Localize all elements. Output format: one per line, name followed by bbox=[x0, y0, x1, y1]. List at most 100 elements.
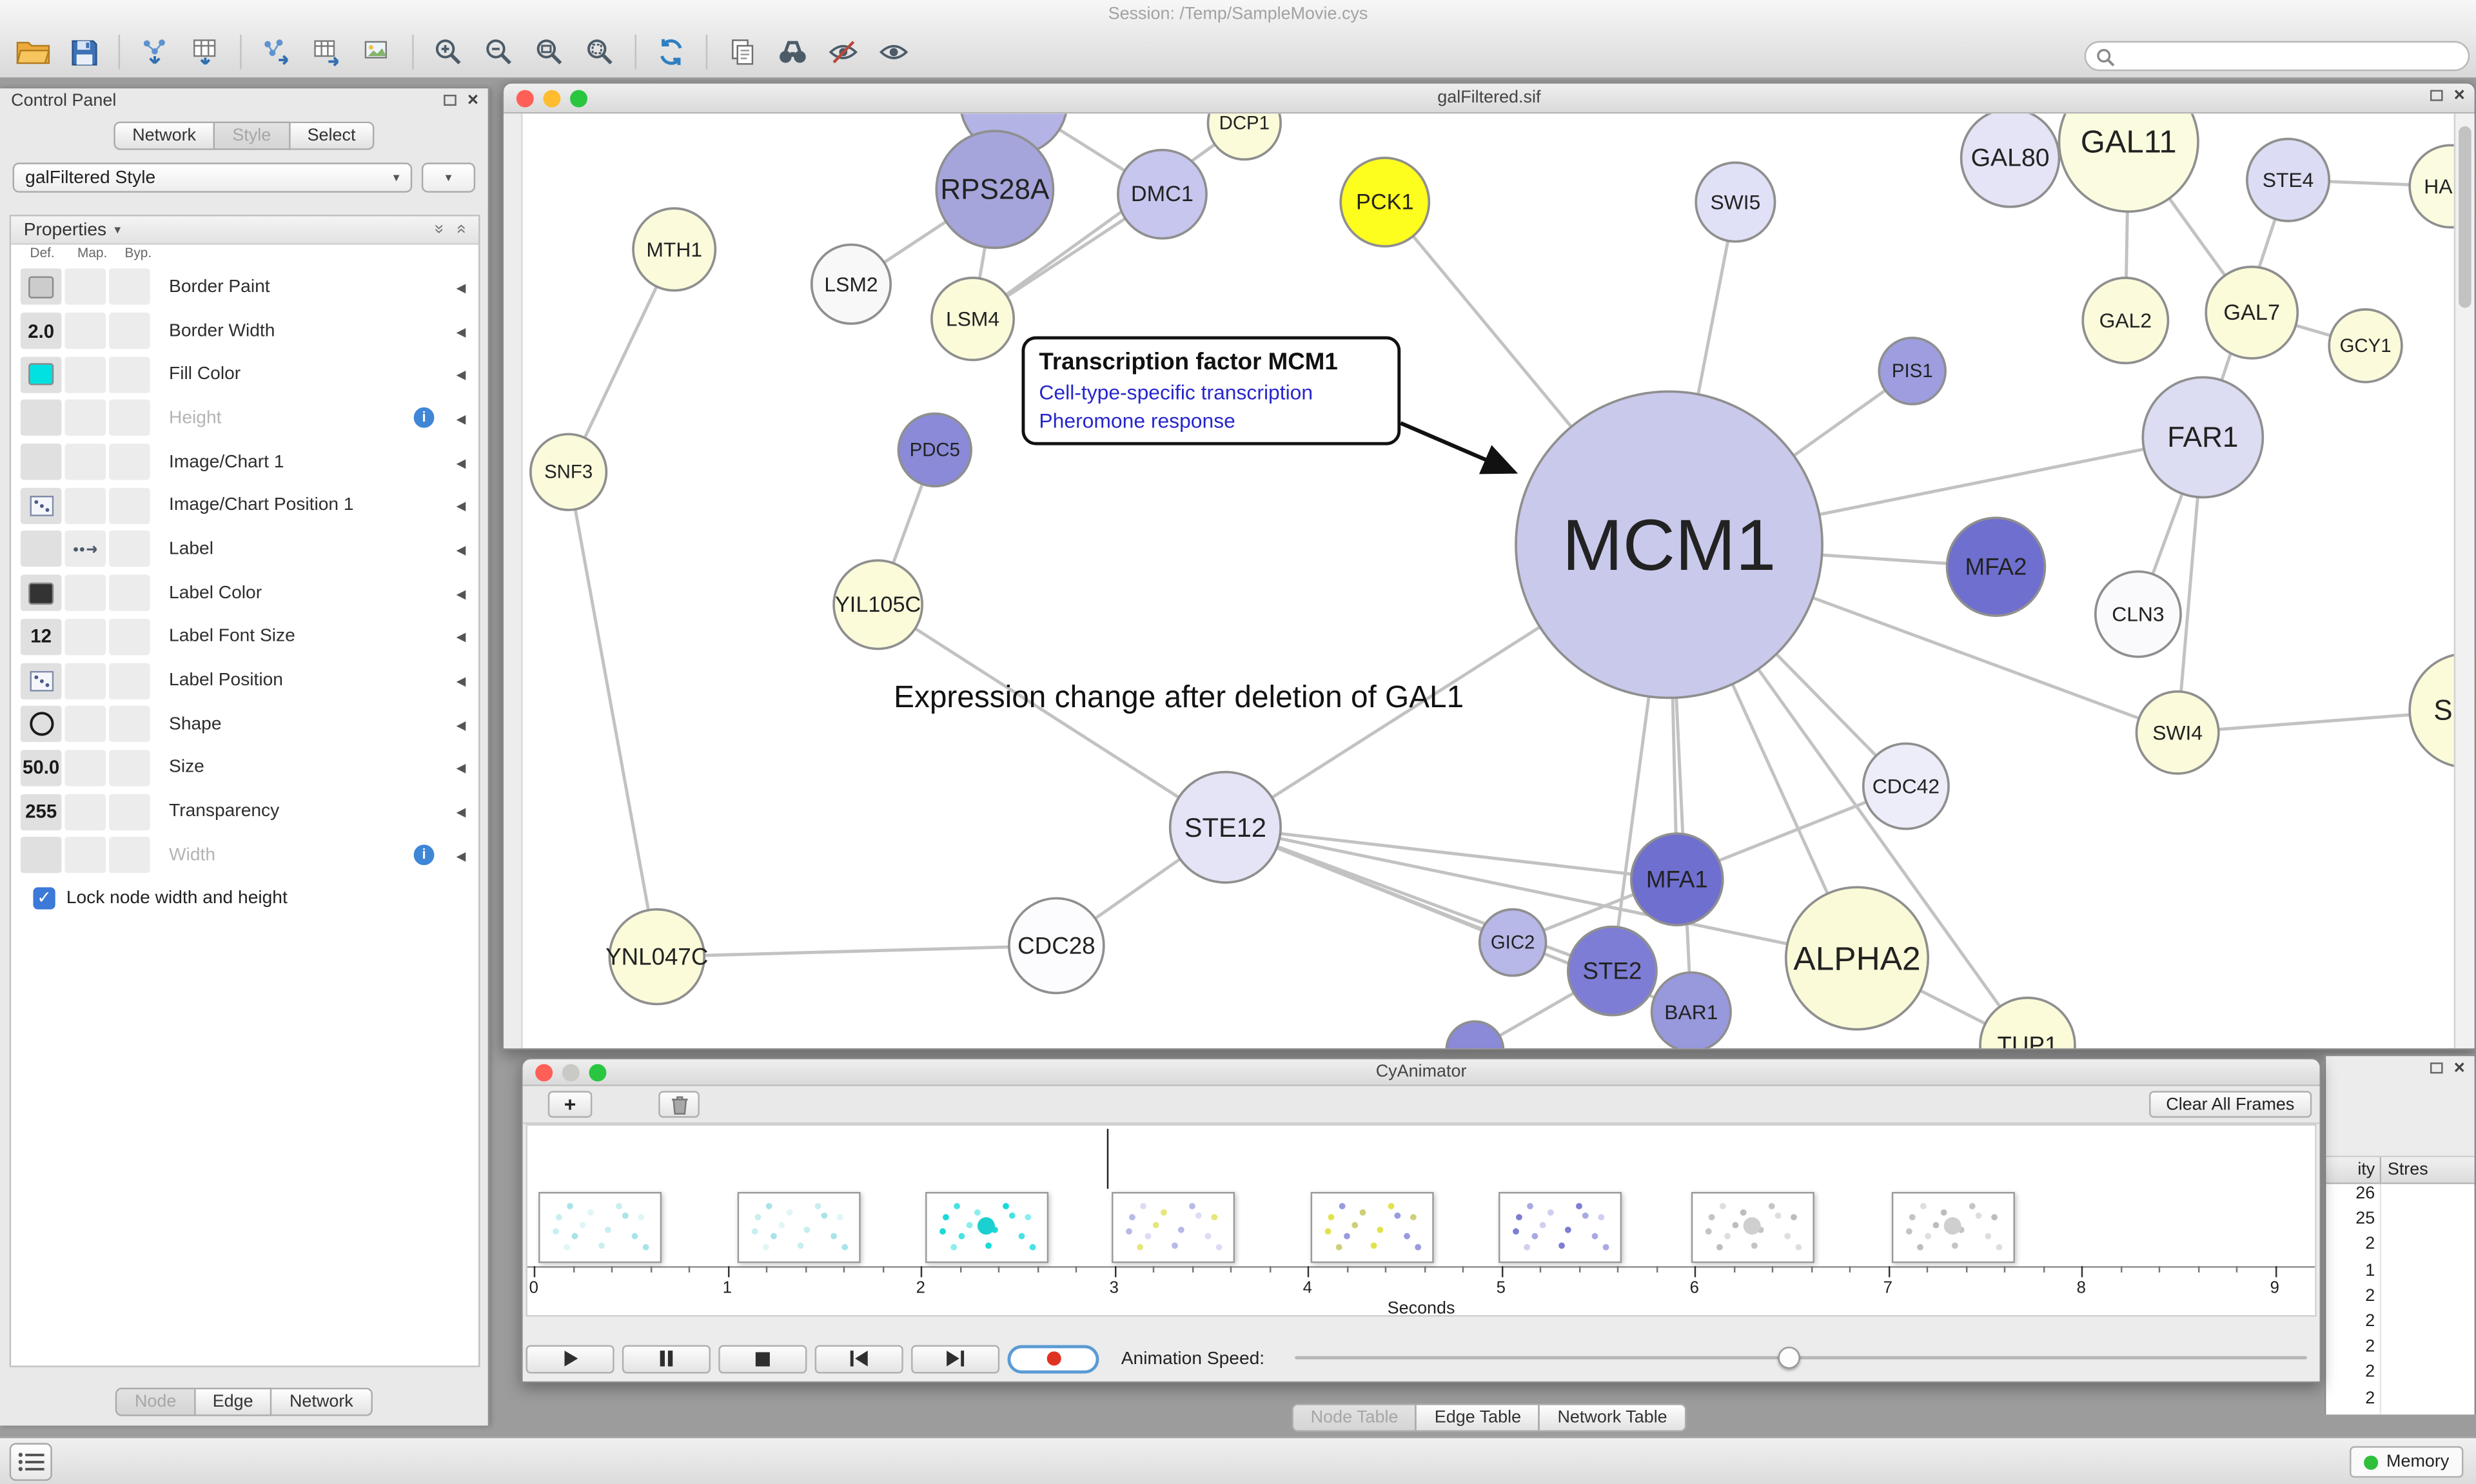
speed-slider[interactable] bbox=[1295, 1346, 2307, 1369]
expand-arrow-icon[interactable]: ◂ bbox=[456, 407, 466, 429]
node-GAL7[interactable]: GAL7 bbox=[2205, 266, 2299, 360]
network-canvas[interactable]: RPS28BRPS28ADCP1DMC1PCK1SWI5GAL80GAL11ST… bbox=[504, 113, 2475, 1049]
property-def-cell[interactable] bbox=[20, 662, 62, 699]
lock-checkbox[interactable]: ✓ bbox=[33, 886, 55, 909]
property-map-cell[interactable] bbox=[64, 487, 106, 524]
column-header[interactable]: ity bbox=[2357, 1160, 2375, 1180]
tab-node-table[interactable]: Node Table bbox=[1292, 1403, 1417, 1432]
node-BAR1[interactable]: BAR1 bbox=[1650, 971, 1732, 1049]
tab-network[interactable]: Network bbox=[272, 1387, 373, 1416]
node-PDC5[interactable]: PDC5 bbox=[897, 412, 972, 488]
property-map-cell[interactable] bbox=[64, 444, 106, 480]
property-map-cell[interactable] bbox=[64, 793, 106, 830]
find-button[interactable] bbox=[767, 30, 818, 75]
edge-YIL105C-STE12[interactable] bbox=[877, 603, 1226, 829]
property-byp-cell[interactable] bbox=[108, 269, 150, 306]
search-input[interactable] bbox=[2120, 44, 2459, 68]
node-STE12[interactable]: STE12 bbox=[1168, 770, 1282, 884]
minimize-traffic-light[interactable] bbox=[562, 1064, 580, 1082]
property-def-cell[interactable] bbox=[20, 487, 62, 524]
delete-frame-button[interactable] bbox=[658, 1091, 700, 1118]
node-GAL2[interactable]: GAL2 bbox=[2081, 277, 2170, 365]
property-def-cell[interactable] bbox=[20, 400, 62, 436]
property-map-cell[interactable] bbox=[64, 356, 106, 393]
clear-all-frames-button[interactable]: Clear All Frames bbox=[2148, 1091, 2312, 1118]
node-GAL11[interactable]: GAL11 bbox=[2058, 113, 2199, 213]
export-network-button[interactable] bbox=[251, 30, 301, 75]
property-map-cell[interactable] bbox=[64, 662, 106, 699]
property-byp-cell[interactable] bbox=[108, 706, 150, 743]
hide-selected-button[interactable] bbox=[818, 30, 869, 75]
close-icon[interactable]: × bbox=[467, 88, 479, 111]
tab-edge[interactable]: Edge bbox=[195, 1387, 273, 1416]
expand-arrow-icon[interactable]: ◂ bbox=[456, 581, 466, 605]
node-MFA1[interactable]: MFA1 bbox=[1629, 832, 1724, 926]
frame-thumbnail-8[interactable] bbox=[1891, 1191, 2015, 1264]
expand-arrow-icon[interactable]: ◂ bbox=[456, 363, 466, 386]
stop-button[interactable] bbox=[718, 1344, 807, 1373]
column-header[interactable]: Stres bbox=[2379, 1157, 2475, 1183]
close-traffic-light[interactable] bbox=[516, 90, 534, 108]
open-session-button[interactable] bbox=[8, 30, 58, 75]
zoom-traffic-light[interactable] bbox=[570, 90, 588, 108]
property-def-cell[interactable]: 12 bbox=[20, 618, 62, 655]
tab-network-table[interactable]: Network Table bbox=[1540, 1403, 1687, 1432]
frame-thumbnail-2[interactable] bbox=[737, 1191, 861, 1264]
minimize-traffic-light[interactable] bbox=[543, 90, 561, 108]
expand-arrow-icon[interactable]: ◂ bbox=[456, 276, 466, 298]
style-options-button[interactable]: ▾ bbox=[421, 162, 476, 193]
cyanimator-titlebar[interactable]: CyAnimator bbox=[522, 1059, 2320, 1086]
expand-arrow-icon[interactable]: ◂ bbox=[456, 713, 466, 736]
expand-arrow-icon[interactable]: ◂ bbox=[456, 625, 466, 648]
annotation-link[interactable]: Pheromone response bbox=[1039, 409, 1235, 433]
network-titlebar[interactable]: galFiltered.sif × bbox=[504, 83, 2475, 114]
property-map-cell[interactable] bbox=[64, 400, 106, 436]
property-map-cell[interactable] bbox=[64, 706, 106, 743]
node-ALPHA2[interactable]: ALPHA2 bbox=[1784, 886, 1930, 1031]
property-def-cell[interactable] bbox=[20, 574, 62, 612]
show-all-button[interactable] bbox=[869, 30, 919, 75]
save-session-button[interactable] bbox=[59, 30, 109, 75]
property-def-cell[interactable]: 50.0 bbox=[20, 750, 62, 786]
tab-select[interactable]: Select bbox=[290, 121, 375, 150]
property-map-cell[interactable] bbox=[64, 574, 106, 612]
slider-thumb[interactable] bbox=[1778, 1346, 1800, 1369]
close-icon[interactable]: × bbox=[2453, 1056, 2465, 1079]
node-GIC2[interactable]: GIC2 bbox=[1478, 908, 1548, 977]
property-map-cell[interactable] bbox=[64, 312, 106, 349]
annotation-box[interactable]: Transcription factor MCM1 Cell-type-spec… bbox=[1021, 336, 1401, 445]
expand-arrow-icon[interactable]: ◂ bbox=[456, 800, 466, 823]
expand-arrow-icon[interactable]: ◂ bbox=[456, 757, 466, 779]
property-map-cell[interactable] bbox=[64, 531, 106, 568]
expand-arrow-icon[interactable]: ◂ bbox=[456, 844, 466, 866]
zoom-selected-button[interactable] bbox=[575, 30, 625, 75]
node-TUP1[interactable]: TUP1 bbox=[1979, 996, 2076, 1049]
float-window-icon[interactable] bbox=[2430, 1062, 2443, 1074]
node-DMC1[interactable]: DMC1 bbox=[1117, 148, 1208, 240]
property-map-cell[interactable] bbox=[64, 837, 106, 874]
node-STE4[interactable]: STE4 bbox=[2246, 137, 2331, 222]
property-byp-cell[interactable] bbox=[108, 531, 150, 568]
close-icon[interactable]: × bbox=[2453, 83, 2465, 106]
property-map-cell[interactable] bbox=[64, 618, 106, 655]
property-def-cell[interactable]: 255 bbox=[20, 793, 62, 830]
search-box[interactable] bbox=[2084, 41, 2470, 72]
node-NODE_B[interactable] bbox=[1445, 1020, 1505, 1049]
property-map-cell[interactable] bbox=[64, 269, 106, 306]
node-CDC28[interactable]: CDC28 bbox=[1008, 897, 1105, 995]
expand-arrow-icon[interactable]: ◂ bbox=[456, 669, 466, 692]
property-byp-cell[interactable] bbox=[108, 837, 150, 874]
scrollbar-thumb[interactable] bbox=[2459, 126, 2471, 308]
vertical-scrollbar[interactable] bbox=[2453, 113, 2475, 1049]
property-def-cell[interactable] bbox=[20, 444, 62, 480]
node-PCK1[interactable]: PCK1 bbox=[1339, 157, 1431, 248]
property-def-cell[interactable] bbox=[20, 706, 62, 743]
node-YIL105C[interactable]: YIL105C bbox=[832, 559, 924, 650]
annotation-link[interactable]: Cell-type-specific transcription bbox=[1039, 380, 1313, 404]
import-network-button[interactable] bbox=[130, 30, 180, 75]
node-LSM2[interactable]: LSM2 bbox=[810, 243, 892, 325]
pause-button[interactable] bbox=[622, 1344, 711, 1373]
node-CLN3[interactable]: CLN3 bbox=[2094, 570, 2182, 658]
property-byp-cell[interactable] bbox=[108, 400, 150, 436]
